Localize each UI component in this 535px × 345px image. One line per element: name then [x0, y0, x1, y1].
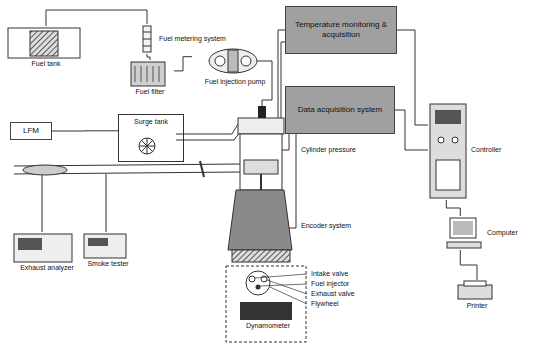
node-label: Data acquisition system: [298, 105, 382, 115]
printer-unit: [458, 285, 492, 299]
connector-line: [395, 110, 428, 150]
part-label: Intake valve: [310, 270, 349, 278]
part-label: Cylinder pressure: [300, 146, 357, 154]
connector-line: [460, 250, 477, 280]
dynamometer-node: Dynamometer: [234, 300, 302, 330]
metering-tube: [143, 26, 151, 52]
node-label: Computer: [484, 229, 518, 237]
analyzer-unit: [14, 234, 72, 262]
dashed-frame: [226, 266, 306, 342]
dynamometer-block: [240, 302, 292, 320]
crankcase: [228, 190, 292, 250]
node-label: Printer: [452, 302, 502, 310]
node-label: Fuel injection pump: [192, 78, 278, 86]
node-label: Smoke tester: [82, 260, 134, 268]
node-label: Controller: [468, 146, 501, 154]
connector-line: [446, 200, 460, 216]
smoke-tester-node: Smoke tester: [82, 232, 134, 268]
fuel-tank-node: Fuel tank: [6, 26, 86, 68]
connector-line: [46, 10, 147, 26]
connector-line: [147, 54, 150, 60]
filter-node: Fuel filter: [126, 60, 174, 96]
node-label: Surge tank: [119, 118, 183, 126]
flowmeter-box: LFM: [10, 122, 52, 140]
smoke-unit: [84, 234, 126, 258]
process-box: Temperature monitoring & acquisition: [285, 6, 397, 54]
node-label: LFM: [23, 126, 39, 136]
part-label: Fuel injector: [310, 280, 350, 288]
controller-node: Controller: [428, 100, 501, 200]
surge-fan: [139, 138, 155, 154]
surge-tank-box: Surge tank: [118, 114, 184, 162]
fuel-tank: [8, 28, 80, 58]
connector-line: [397, 30, 428, 125]
connector-line: [52, 130, 118, 131]
computer-monitor: [450, 218, 476, 238]
node-label: Fuel tank: [6, 60, 86, 68]
node-label: Dynamometer: [234, 322, 302, 330]
node-label: Fuel metering system: [156, 35, 209, 43]
flywheel-sketch: [246, 271, 270, 295]
injector: [258, 106, 266, 118]
printer-node: Printer: [452, 280, 502, 310]
connector-line: [174, 57, 192, 71]
part-label: Exhaust valve: [310, 290, 356, 298]
injection-pump: [209, 49, 257, 73]
metering-node: Fuel metering system: [140, 24, 210, 54]
pump-node: Fuel injection pump: [192, 44, 278, 86]
analyzer-node: Exhaust analyzer: [12, 232, 82, 272]
node-label: Exhaust analyzer: [12, 264, 82, 272]
computer-node: Computer: [446, 216, 518, 250]
fuel-filter: [131, 62, 165, 86]
node-label: Temperature monitoring & acquisition: [289, 20, 393, 39]
part-label: Flywheel: [310, 300, 340, 308]
cylinder-head: [238, 118, 284, 134]
process-box: Data acquisition system: [285, 86, 395, 134]
fuel-level: [30, 31, 58, 56]
node-label: Fuel filter: [126, 88, 174, 96]
part-label: Encoder system: [300, 222, 352, 230]
controller-unit: [430, 104, 466, 198]
